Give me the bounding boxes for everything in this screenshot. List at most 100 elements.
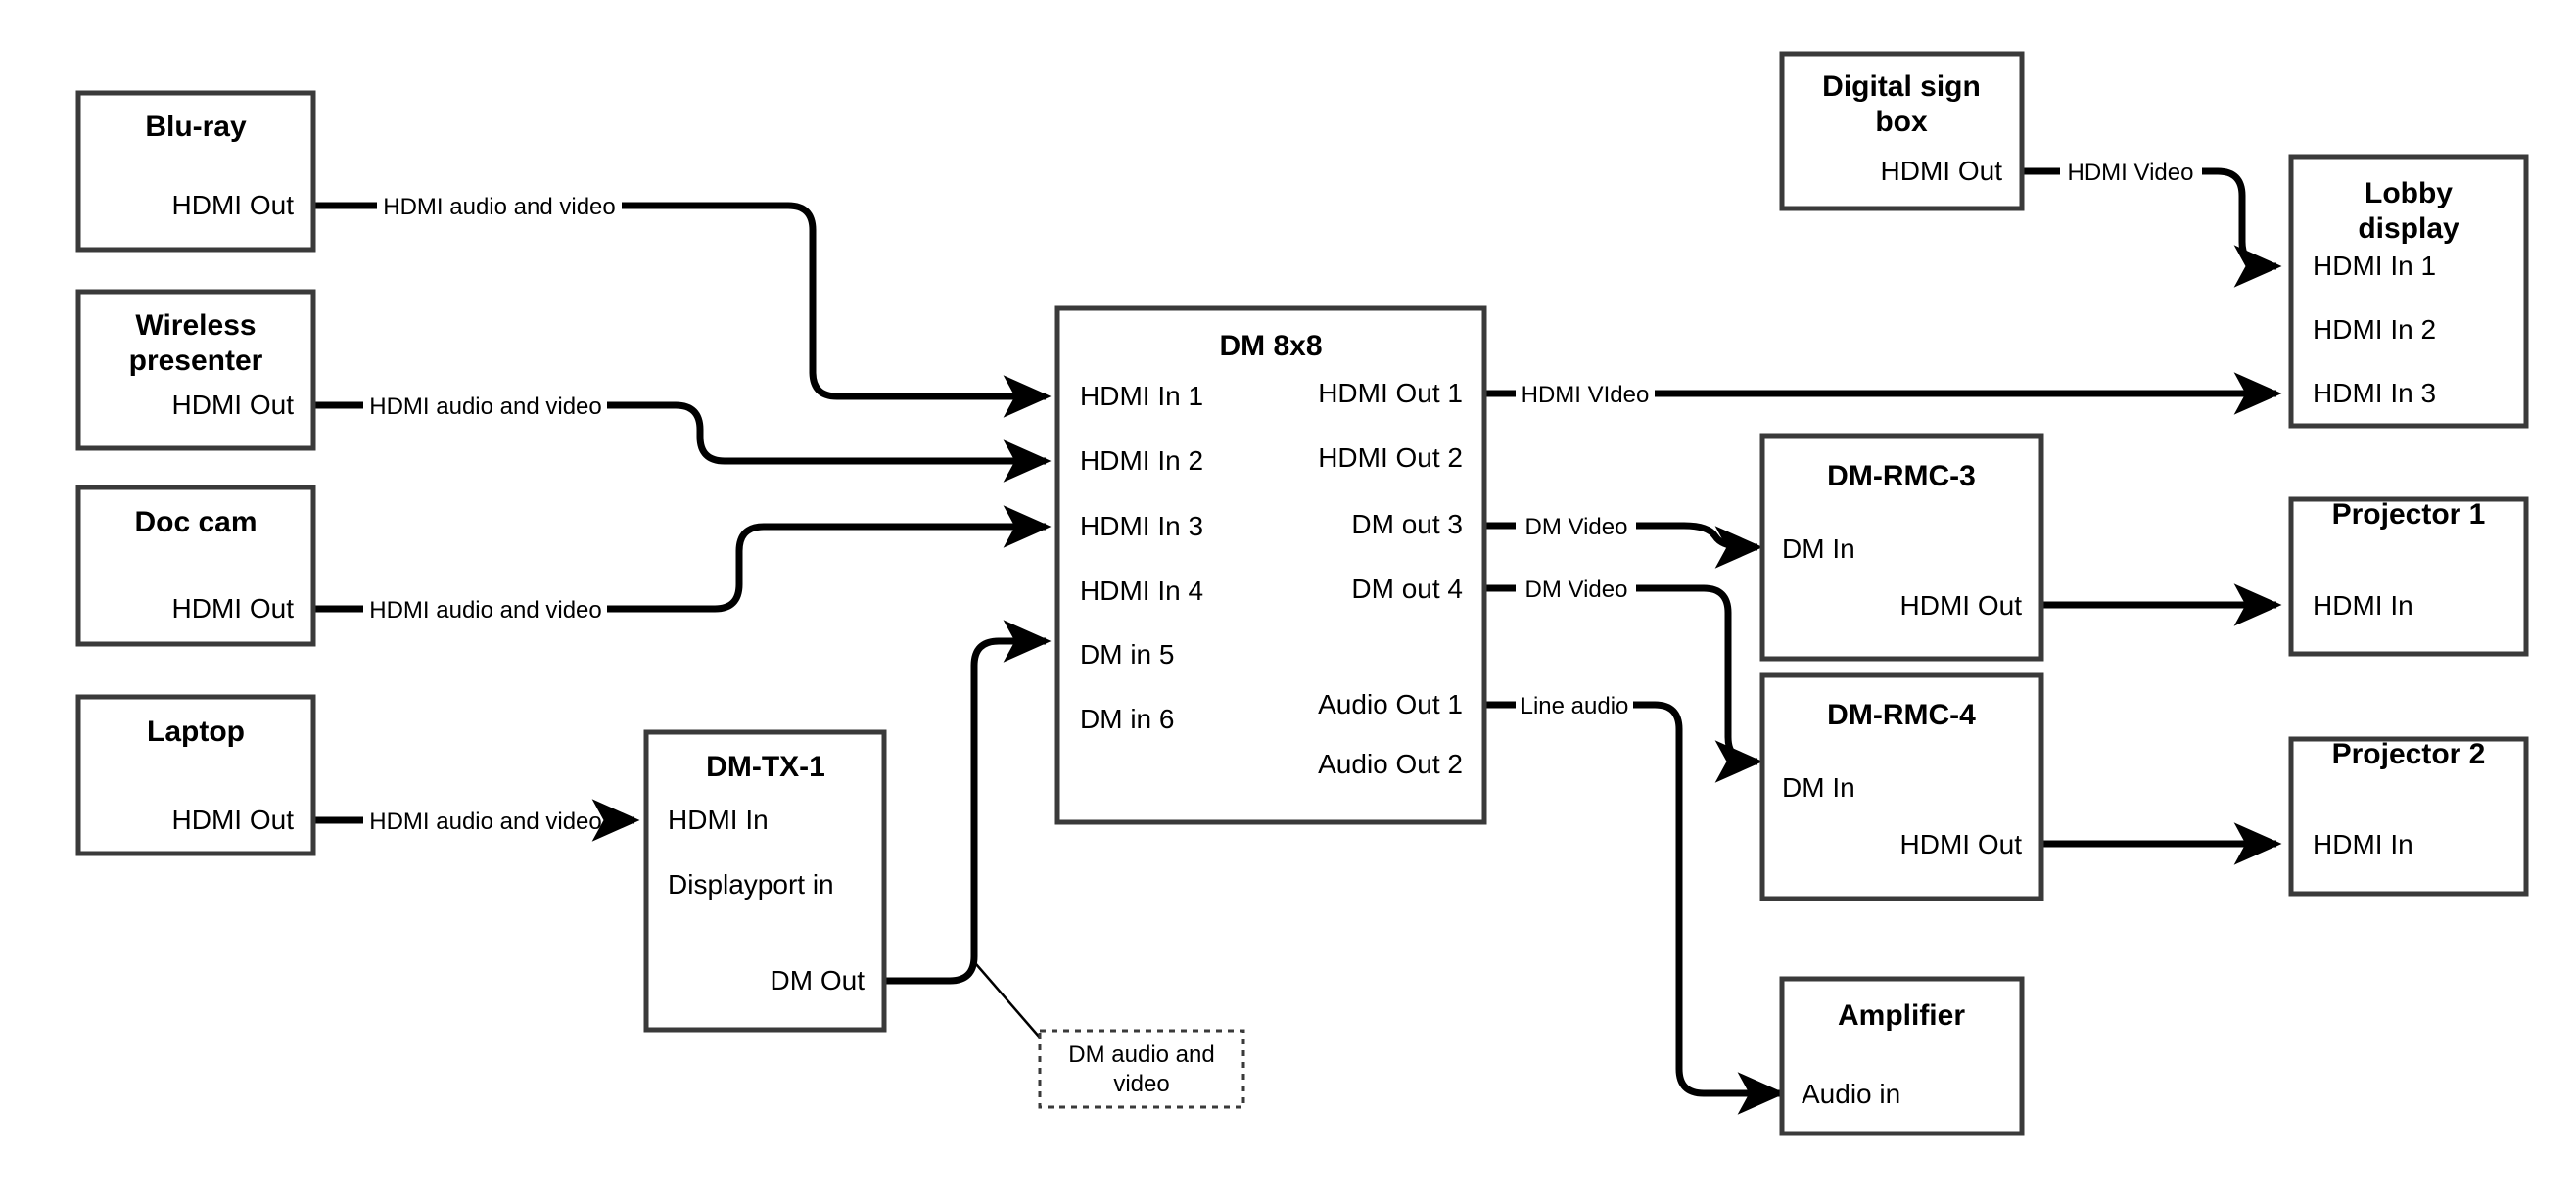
- connection-dmtx1-to-dm8x8-dmin5: [884, 620, 1052, 1039]
- port-dmtx1-hdmi-in: HDMI In: [668, 805, 769, 835]
- callout-box: [1038, 1029, 1245, 1109]
- port-dm8x8-dm-in-5: DM in 5: [1080, 639, 1174, 670]
- device-box: [643, 729, 887, 1033]
- device-dm-8x8[interactable]: DM 8x8 HDMI In 1 HDMI In 2 HDMI In 3 HDM…: [1054, 305, 1487, 825]
- port-dm8x8-hdmi-out-2: HDMI Out 2: [1318, 442, 1463, 473]
- port-lobby-hdmi-in-3: HDMI In 3: [2313, 378, 2436, 408]
- port-signbox-hdmi-out: HDMI Out: [1881, 156, 2003, 186]
- port-lobby-hdmi-in-1: HDMI In 1: [2313, 251, 2436, 281]
- device-box: [1759, 433, 2044, 662]
- device-box: [2288, 496, 2529, 657]
- port-dm8x8-hdmi-in-4: HDMI In 4: [1080, 576, 1203, 606]
- port-doccam-hdmi-out: HDMI Out: [172, 593, 295, 624]
- connection-path: [1636, 584, 1763, 783]
- port-dm8x8-audio-out-2: Audio Out 2: [1318, 749, 1463, 779]
- port-projector1-hdmi-in: HDMI In: [2313, 590, 2413, 621]
- device-lobby-display[interactable]: Lobby display HDMI In 1 HDMI In 2 HDMI I…: [2288, 154, 2529, 429]
- connection-label-doccam: HDMI audio and video: [369, 597, 601, 624]
- device-digital-sign-box[interactable]: Digital sign box HDMI Out: [1779, 51, 2025, 211]
- device-dm-tx-1[interactable]: DM-TX-1 HDMI In Displayport in DM Out: [643, 729, 887, 1033]
- connection-label-hdmi-video-sign: HDMI Video: [2068, 160, 2194, 186]
- connection-wireless-to-dm8x8: HDMI audio and video: [313, 393, 1052, 483]
- device-title-dm8x8: DM 8x8: [1219, 330, 1322, 362]
- connection-signbox-to-lobby: HDMI Video: [2022, 160, 2282, 288]
- device-title-projector2: Projector 2: [2332, 738, 2486, 770]
- port-laptop-hdmi-out: HDMI Out: [172, 805, 295, 835]
- device-box: [75, 485, 316, 647]
- device-title-signbox-line2: box: [1875, 106, 1928, 138]
- connection-path: [1636, 522, 1763, 569]
- device-box: [1759, 672, 2044, 901]
- device-title-wireless-line1: Wireless: [135, 309, 256, 342]
- callout-dm-audio-and-video: DM audio and video: [1038, 1029, 1245, 1109]
- connection-label-line-audio: Line audio: [1521, 693, 1629, 719]
- connection-label-dmvideo-rmc4: DM Video: [1525, 577, 1628, 603]
- device-wireless-presenter[interactable]: Wireless presenter HDMI Out: [75, 289, 316, 451]
- connection-laptop-to-dmtx1: HDMI audio and video: [313, 799, 640, 842]
- device-projector-1[interactable]: Projector 1 HDMI In: [2288, 496, 2529, 657]
- port-dmtx1-displayport-in: Displayport in: [668, 869, 834, 900]
- connection-dm8x8-hdmiout1-to-lobby: HDMI VIdeo: [1484, 372, 2282, 415]
- connection-label-bluray: HDMI audio and video: [383, 194, 615, 220]
- connection-dm8x8-dmout4-to-rmc4: DM Video: [1484, 577, 1763, 783]
- connection-label-wireless: HDMI audio and video: [369, 393, 601, 420]
- port-bluray-hdmi-out: HDMI Out: [172, 190, 295, 220]
- device-box: [2288, 154, 2529, 429]
- device-title-dmtx1: DM-TX-1: [706, 751, 825, 783]
- device-title-projector1: Projector 1: [2332, 498, 2486, 531]
- port-projector2-hdmi-in: HDMI In: [2313, 829, 2413, 859]
- port-dm8x8-hdmi-out-1: HDMI Out 1: [1318, 378, 1463, 408]
- port-rmc4-hdmi-out: HDMI Out: [1900, 829, 2023, 859]
- device-title-rmc3: DM-RMC-3: [1827, 460, 1976, 492]
- connection-path: [607, 505, 1052, 613]
- callout-leader-line: [975, 963, 1041, 1039]
- port-rmc3-dm-in: DM In: [1782, 533, 1855, 564]
- port-dm8x8-audio-out-1: Audio Out 1: [1318, 689, 1463, 719]
- device-box: [75, 90, 316, 253]
- device-dm-rmc-3[interactable]: DM-RMC-3 DM In HDMI Out: [1759, 433, 2044, 662]
- device-title-rmc4: DM-RMC-4: [1827, 699, 1976, 731]
- port-dm8x8-hdmi-in-3: HDMI In 3: [1080, 511, 1203, 541]
- device-projector-2[interactable]: Projector 2 HDMI In: [2288, 736, 2529, 897]
- connection-label-laptop: HDMI audio and video: [369, 808, 601, 835]
- device-title-doccam: Doc cam: [134, 506, 257, 538]
- device-box: [75, 289, 316, 451]
- connection-label-dmvideo-rmc3: DM Video: [1525, 514, 1628, 540]
- connection-bluray-to-dm8x8: HDMI audio and video: [313, 194, 1052, 418]
- connection-doccam-to-dm8x8: HDMI audio and video: [313, 505, 1052, 624]
- port-dm8x8-dm-in-6: DM in 6: [1080, 704, 1174, 734]
- port-dm8x8-hdmi-in-2: HDMI In 2: [1080, 445, 1203, 476]
- device-dm-rmc-4[interactable]: DM-RMC-4 DM In HDMI Out: [1759, 672, 2044, 901]
- device-title-bluray: Blu-ray: [145, 111, 247, 143]
- port-dmtx1-dm-out: DM Out: [771, 965, 866, 995]
- port-dm8x8-dm-out-3: DM out 3: [1351, 509, 1463, 539]
- device-box: [1779, 976, 2025, 1136]
- port-amplifier-audio-in: Audio in: [1802, 1079, 1900, 1109]
- device-box: [75, 694, 316, 856]
- port-rmc3-hdmi-out: HDMI Out: [1900, 590, 2023, 621]
- port-dm8x8-dm-out-4: DM out 4: [1351, 574, 1463, 604]
- device-laptop[interactable]: Laptop HDMI Out: [75, 694, 316, 856]
- connection-path: [2202, 167, 2282, 288]
- connection-label-hdmi-video-lobby: HDMI VIdeo: [1522, 382, 1650, 408]
- device-title-laptop: Laptop: [147, 716, 245, 748]
- port-rmc4-dm-in: DM In: [1782, 772, 1855, 803]
- port-wireless-hdmi-out: HDMI Out: [172, 390, 295, 420]
- connection-path: [884, 620, 1052, 985]
- connection-path: [622, 202, 1052, 418]
- callout-text-line1: DM audio and: [1068, 1041, 1214, 1068]
- connection-path: [1633, 701, 1786, 1115]
- device-title-signbox-line1: Digital sign: [1822, 70, 1981, 103]
- connection-path: [607, 401, 1052, 483]
- device-amplifier[interactable]: Amplifier Audio in: [1779, 976, 2025, 1136]
- device-doc-cam[interactable]: Doc cam HDMI Out: [75, 485, 316, 647]
- connection-dm8x8-dmout3-to-rmc3: DM Video: [1484, 514, 1763, 569]
- device-title-lobby-line2: display: [2358, 212, 2459, 245]
- device-box: [1779, 51, 2025, 211]
- device-bluray[interactable]: Blu-ray HDMI Out: [75, 90, 316, 253]
- port-dm8x8-hdmi-in-1: HDMI In 1: [1080, 381, 1203, 411]
- device-box: [1054, 305, 1487, 825]
- connection-dm8x8-audioout1-to-amplifier: Line audio: [1484, 693, 1786, 1115]
